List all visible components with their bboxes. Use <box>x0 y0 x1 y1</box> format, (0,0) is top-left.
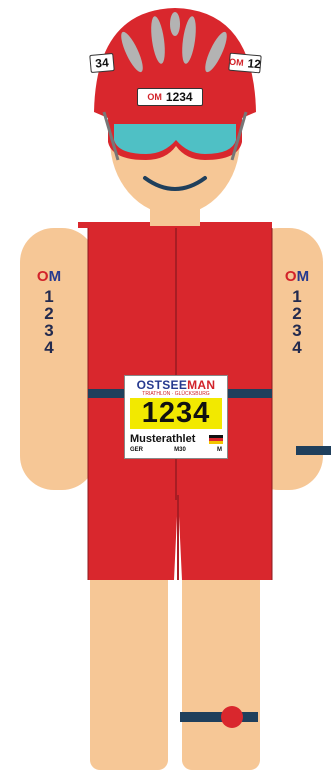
helmet-left-digits: 34 <box>95 55 110 70</box>
right-arm-number: OM 1 2 3 4 <box>282 268 312 356</box>
bib-brand-main: OSTSEE <box>137 378 187 392</box>
bib-brand: OSTSEEMAN <box>125 378 227 392</box>
bib-meta: GER M30 M <box>130 447 222 453</box>
bib-number: 1234 <box>130 398 222 429</box>
bib-brand-accent: MAN <box>187 378 215 392</box>
bib-age-group: M30 <box>174 447 186 453</box>
om-logo-m: M <box>49 268 62 285</box>
arm-digit: 1 <box>34 288 64 305</box>
arm-digit: 3 <box>34 322 64 339</box>
legs <box>90 560 260 770</box>
om-logo-m: M <box>297 268 310 285</box>
bib-athlete-name: Musterathlet <box>130 433 195 445</box>
right-leg <box>182 560 260 770</box>
om-logo-o: O <box>285 268 297 285</box>
bib-gender: M <box>217 447 222 453</box>
arm-digit: 2 <box>282 305 312 322</box>
om-logo-icon: OM <box>34 268 64 285</box>
timing-chip-icon <box>221 706 243 728</box>
wrist-band <box>296 446 331 455</box>
helmet-right-logo: OM <box>229 57 244 68</box>
race-bib: OSTSEEMAN TRIATHLON · GLÜCKSBURG 1234 Mu… <box>124 375 228 459</box>
helmet-front-number: OM 1234 <box>137 88 203 106</box>
bib-country: GER <box>130 447 143 453</box>
helmet-front-logo: OM <box>147 92 162 102</box>
om-logo-o: O <box>37 268 49 285</box>
arm-digit: 3 <box>282 322 312 339</box>
ankle-strap <box>180 712 258 722</box>
arm-digit: 2 <box>34 305 64 322</box>
arm-digit: 4 <box>34 339 64 356</box>
helmet-front-digits: 1234 <box>166 90 193 104</box>
german-flag-icon <box>209 435 223 444</box>
om-logo-icon: OM <box>282 268 312 285</box>
helmet-right-number: OM 12 <box>228 53 261 74</box>
left-leg <box>90 560 168 770</box>
helmet-right-digits: 12 <box>247 56 262 71</box>
arm-digit: 1 <box>282 288 312 305</box>
helmet-left-number: 34 <box>89 53 114 73</box>
arm-digit: 4 <box>282 339 312 356</box>
left-arm-number: OM 1 2 3 4 <box>34 268 64 356</box>
